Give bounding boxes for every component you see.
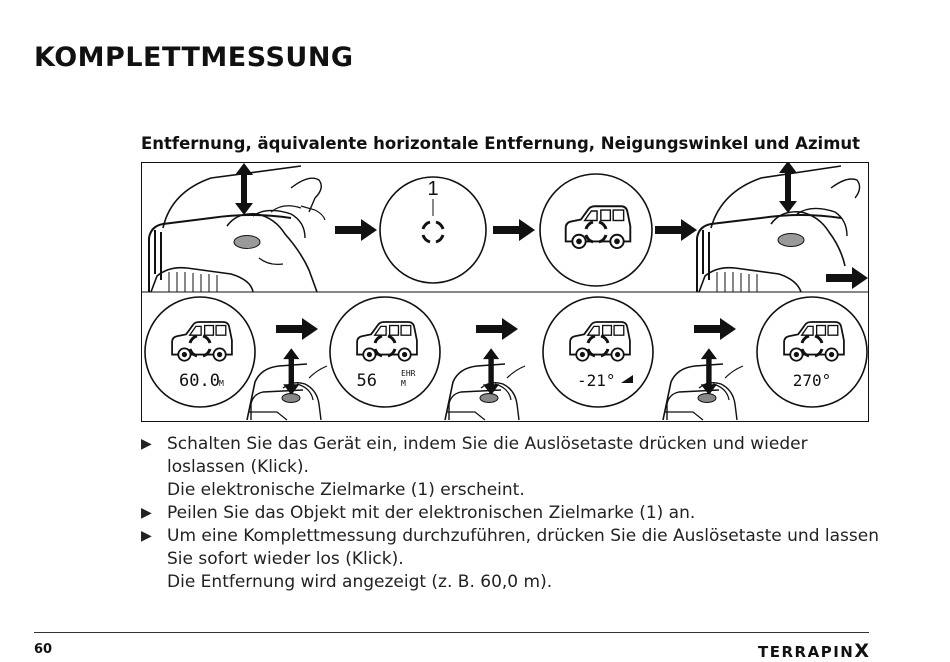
brand-text: TERRAPIN bbox=[758, 643, 855, 661]
display-value-2: 56 bbox=[357, 371, 377, 391]
display-distance: 60.0 M bbox=[144, 296, 256, 408]
display-unit-2: M bbox=[401, 379, 406, 388]
inclination-icon bbox=[621, 375, 633, 383]
instruction-line: Schalten Sie das Gerät ein, indem Sie di… bbox=[167, 434, 808, 454]
instruction-step-1: ▶ Schalten Sie das Gerät ein, indem Sie … bbox=[141, 433, 881, 502]
marker-label: 1 bbox=[427, 178, 438, 200]
viewfinder-aiming: 1 bbox=[379, 176, 487, 284]
instruction-line: Die Entfernung wird angezeigt (z. B. 60,… bbox=[167, 572, 553, 592]
page-title: KOMPLETTMESSUNG bbox=[34, 42, 354, 73]
instruction-line: Sie sofort wieder los (Klick). bbox=[167, 549, 404, 569]
display-value-1: 60.0 bbox=[179, 371, 220, 391]
instruction-line: Die elektronische Zielmarke (1) erschein… bbox=[167, 480, 525, 500]
instruction-step-2: ▶ Peilen Sie das Objekt mit der elektron… bbox=[141, 502, 881, 525]
display-inclination: -21° bbox=[542, 296, 654, 408]
measurement-illustration: 1 60.0 M 56 EHR bbox=[141, 162, 869, 422]
instruction-line: Um eine Komplettmessung durchzuführen, d… bbox=[167, 526, 879, 546]
device-press-illustration-right bbox=[696, 162, 861, 293]
display-unit-1: M bbox=[219, 379, 224, 388]
instruction-line: loslassen (Klick). bbox=[167, 457, 309, 477]
display-horizontal-distance: 56 EHR M bbox=[329, 296, 441, 408]
bullet-triangle-icon: ▶ bbox=[141, 505, 152, 521]
bullet-triangle-icon: ▶ bbox=[141, 528, 152, 544]
instruction-line: Peilen Sie das Objekt mit der elektronis… bbox=[167, 503, 696, 523]
instruction-step-3: ▶ Um eine Komplettmessung durchzuführen,… bbox=[141, 525, 881, 594]
display-value-4: 270° bbox=[793, 371, 832, 390]
viewfinder-target bbox=[539, 173, 653, 287]
device-press-illustration-left bbox=[148, 163, 326, 293]
instruction-list: ▶ Schalten Sie das Gerät ein, indem Sie … bbox=[141, 433, 881, 594]
display-value-3: -21° bbox=[577, 371, 616, 390]
section-subtitle: Entfernung, äquivalente horizontale Entf… bbox=[141, 134, 861, 153]
brand-mark: X bbox=[854, 640, 869, 662]
page-number: 60 bbox=[34, 642, 53, 657]
bullet-triangle-icon: ▶ bbox=[141, 436, 152, 452]
display-tag-2: EHR bbox=[401, 369, 416, 378]
display-azimuth: 270° bbox=[756, 296, 868, 408]
footer-divider bbox=[34, 632, 869, 633]
brand-logo: TERRAPINX bbox=[758, 640, 869, 662]
